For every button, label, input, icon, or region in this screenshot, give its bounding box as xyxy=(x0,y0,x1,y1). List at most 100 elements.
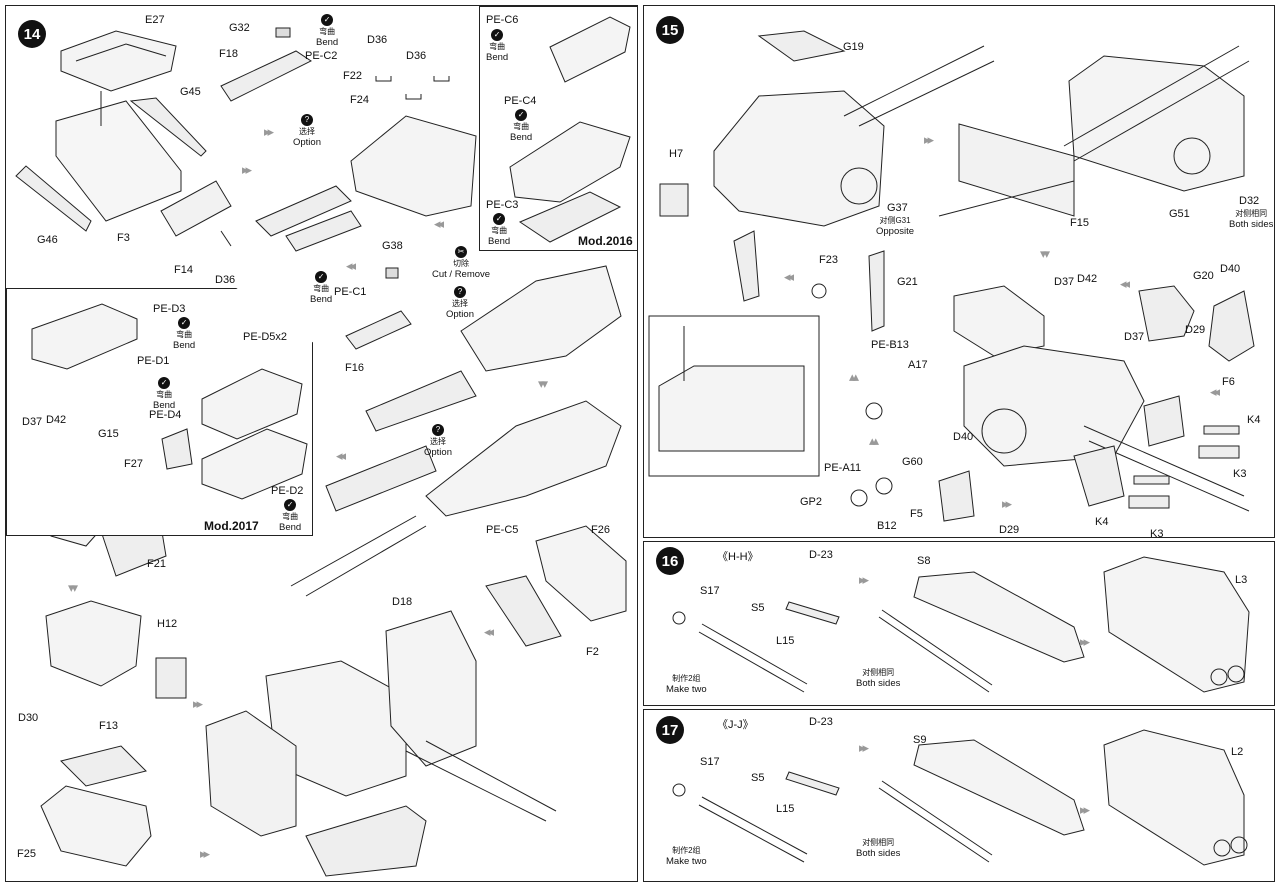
label-pe-c4: PE-C4 xyxy=(504,95,537,107)
label-f5: F5 xyxy=(910,508,923,520)
label-d42: D42 xyxy=(46,414,67,426)
label-g37: G37 xyxy=(887,202,908,214)
label-g38: G38 xyxy=(382,240,403,252)
check-circle-icon: ✓ xyxy=(284,499,297,511)
check-circle-icon: ✓ xyxy=(315,271,328,283)
step-17-line-art xyxy=(672,729,1248,866)
label-g51: G51 xyxy=(1169,208,1190,220)
label-d-23: D-23 xyxy=(809,716,833,728)
label-d37: D37 xyxy=(22,416,43,428)
label-k4-b: K4 xyxy=(1095,516,1109,528)
cut-circle-icon: ✂ xyxy=(455,246,468,258)
assembly-arrow-icon: ◂◂ xyxy=(1210,384,1220,399)
label-s5: S5 xyxy=(751,602,765,614)
assembly-arrow-icon: ◂◂ xyxy=(346,258,356,273)
label-s5: S5 xyxy=(751,772,765,784)
label-d36-a: D36 xyxy=(367,34,388,46)
assembly-arrow-icon: ▾▾ xyxy=(68,580,78,595)
label-f15: F15 xyxy=(1070,217,1089,229)
assembly-arrow-icon: ▸▸ xyxy=(200,846,210,861)
label-pe-d5x2: PE-D5x2 xyxy=(243,331,288,343)
label-b12: B12 xyxy=(877,520,897,532)
assembly-arrow-icon: ▸▸ xyxy=(264,124,274,139)
label-gp2: GP2 xyxy=(800,496,823,508)
label-d36-c: D36 xyxy=(215,274,236,286)
label-f2: F2 xyxy=(586,646,599,658)
question-circle-icon: ? xyxy=(432,424,444,436)
step-17-number: 17 xyxy=(656,716,684,744)
check-circle-icon: ✓ xyxy=(158,377,171,389)
check-circle-icon: ✓ xyxy=(491,29,504,41)
label-e27: E27 xyxy=(145,14,165,26)
step-15-line-art xyxy=(648,30,1255,522)
label-pe-d2: PE-D2 xyxy=(271,485,304,497)
step-14-number: 14 xyxy=(18,20,46,48)
label-f27: F27 xyxy=(124,458,143,470)
label-d37-b: D37 xyxy=(1124,331,1145,343)
assembly-arrow-icon: ▸▸ xyxy=(859,740,869,755)
label-d29-b: D29 xyxy=(999,524,1020,536)
assembly-arrow-icon: ◂◂ xyxy=(434,216,444,231)
label-pe-b13: PE-B13 xyxy=(871,339,909,351)
label-d37-a: D37 xyxy=(1054,276,1075,288)
label-a17: A17 xyxy=(908,359,928,371)
label-f3: F3 xyxy=(117,232,130,244)
label-pe-d3: PE-D3 xyxy=(153,303,186,315)
mod-2016-line-art xyxy=(509,16,631,243)
check-circle-icon: ✓ xyxy=(515,109,528,121)
assembly-arrow-icon: ▴▴ xyxy=(869,433,879,448)
mod-2017-tag: Mod.2017 xyxy=(204,519,259,533)
assembly-arrow-icon: ▸▸ xyxy=(242,162,252,177)
step-16-number: 16 xyxy=(656,547,684,575)
label-h7: H7 xyxy=(669,148,684,160)
label-pe-d1: PE-D1 xyxy=(137,355,170,367)
label-pe-c2: PE-C2 xyxy=(305,50,338,62)
check-circle-icon: ✓ xyxy=(321,14,334,26)
label-g46: G46 xyxy=(37,234,58,246)
question-circle-icon: ? xyxy=(301,114,313,126)
assembly-arrow-icon: ▸▸ xyxy=(1080,802,1090,817)
mod-2016-tag: Mod.2016 xyxy=(578,234,633,248)
check-circle-icon: ✓ xyxy=(493,213,506,225)
label-k3-b: K3 xyxy=(1150,528,1164,538)
assembly-arrow-icon: ▾▾ xyxy=(1040,246,1050,261)
label-f18: F18 xyxy=(219,48,238,60)
label-d42: D42 xyxy=(1077,273,1098,285)
label-g21: G21 xyxy=(897,276,918,288)
label-pe-c1: PE-C1 xyxy=(334,286,367,298)
question-circle-icon: ? xyxy=(454,286,466,298)
label-pe-c5: PE-C5 xyxy=(486,524,519,536)
label-f6: F6 xyxy=(1222,376,1235,388)
step-16-line-art xyxy=(672,556,1250,693)
label-pe-c6: PE-C6 xyxy=(486,14,519,26)
label-k4-a: K4 xyxy=(1247,414,1261,426)
label-g20: G20 xyxy=(1193,270,1214,282)
label-g19: G19 xyxy=(843,41,864,53)
label-l15: L15 xyxy=(776,635,795,647)
label-pe-c3: PE-C3 xyxy=(486,199,519,211)
label-s9: S9 xyxy=(913,734,927,746)
label-h12: H12 xyxy=(157,618,178,630)
label-f23: F23 xyxy=(819,254,838,266)
label-d40-a: D40 xyxy=(1220,263,1241,275)
label-d40-b: D40 xyxy=(953,431,974,443)
assembly-arrow-icon: ▸▸ xyxy=(1080,634,1090,649)
label-d29-a: D29 xyxy=(1185,324,1206,336)
label-k3-a: K3 xyxy=(1233,468,1247,480)
label-s8: S8 xyxy=(917,555,931,567)
label-d32: D32 xyxy=(1239,195,1260,207)
label-d-23: D-23 xyxy=(809,549,833,561)
